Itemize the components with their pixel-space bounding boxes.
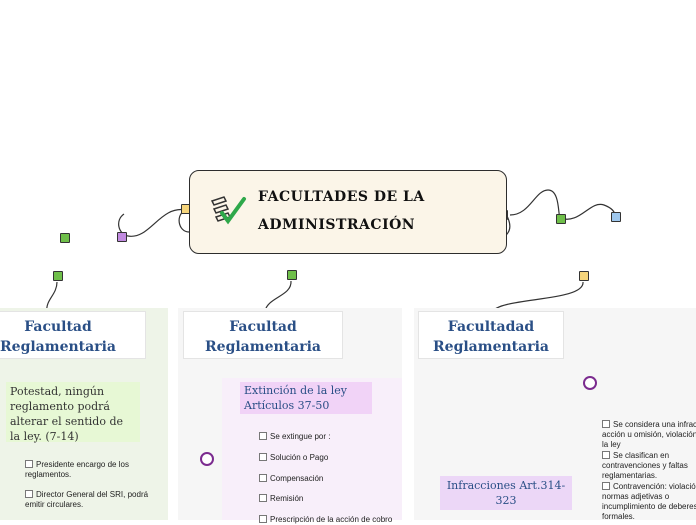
link-topic-right xyxy=(491,281,584,313)
central-topic[interactable]: FACULTADES DE LA ADMINISTRACIÓN xyxy=(189,170,507,254)
middle-leaf-3[interactable]: Compensación xyxy=(259,474,323,484)
link-left-curl xyxy=(118,209,187,237)
tag-green-right xyxy=(556,214,566,224)
right-leaf-2[interactable]: Se clasifican en contravenciones y falta… xyxy=(602,451,696,481)
topic-right[interactable]: Facultadad Reglamentaria xyxy=(418,311,564,359)
middle-node[interactable]: Extinción de la ley Artículos 37-50 xyxy=(240,382,372,414)
left-node-label: Potestad, ningún reglamento podrá altera… xyxy=(10,385,123,443)
left-leaf-2[interactable]: Director General del SRI, podrá emitir c… xyxy=(25,490,165,510)
leaf-label: Solución o Pago xyxy=(270,453,329,462)
leaf-label: Director General del SRI, podrá emitir c… xyxy=(25,490,149,509)
leaf-label: Se clasifican en contravenciones y falta… xyxy=(602,451,688,480)
right-branch-bullet[interactable] xyxy=(583,376,597,390)
checkbox[interactable] xyxy=(25,460,33,468)
right-leaf-1[interactable]: Se considera una infracción acción u omi… xyxy=(602,420,696,450)
checkbox[interactable] xyxy=(259,515,267,523)
tag-purple-left xyxy=(117,232,127,242)
central-title: FACULTADES DE LA ADMINISTRACIÓN xyxy=(258,189,425,233)
left-leaf-1[interactable]: Presidente encargo de los reglamentos. xyxy=(25,460,145,480)
checkbox[interactable] xyxy=(259,474,267,482)
leaf-label: Se considera una infracción acción u omi… xyxy=(602,420,696,449)
tag-yellow-topic-right xyxy=(579,271,589,281)
checkbox[interactable] xyxy=(602,420,610,428)
leaf-label: Se extingue por : xyxy=(270,432,331,441)
checkbox[interactable] xyxy=(259,453,267,461)
left-node[interactable]: Potestad, ningún reglamento podrá altera… xyxy=(6,382,140,443)
checkbox[interactable] xyxy=(25,490,33,498)
leaf-label: Remisión xyxy=(270,494,304,503)
checkbox[interactable] xyxy=(259,494,267,502)
middle-leaf-1[interactable]: Se extingue por : xyxy=(259,432,330,442)
middle-node-label: Extinción de la ley Artículos 37-50 xyxy=(244,384,348,412)
middle-leaf-5[interactable]: Prescripción de la acción de cobro xyxy=(259,515,392,525)
leaf-label: Presidente encargo de los reglamentos. xyxy=(25,460,129,479)
checkbox[interactable] xyxy=(602,451,610,459)
topic-right-label: Facultadad Reglamentaria xyxy=(433,319,549,355)
middle-leaf-4[interactable]: Remisión xyxy=(259,494,303,504)
tag-green-topic-left xyxy=(53,271,63,281)
tag-green-left xyxy=(60,233,70,243)
checklist-icon xyxy=(210,196,246,225)
topic-middle[interactable]: Facultad Reglamentaria xyxy=(183,311,343,359)
checkbox[interactable] xyxy=(259,432,267,440)
right-node-label: Infracciones Art.314-323 xyxy=(446,479,566,507)
link-right-1 xyxy=(509,189,561,219)
leaf-label: Compensación xyxy=(270,474,324,483)
tag-blue-right xyxy=(611,212,621,222)
topic-left-label: Facultad Reglamentaria xyxy=(0,319,116,355)
topic-left[interactable]: Facultad Reglamentaria xyxy=(0,311,146,359)
link-topic-middle xyxy=(264,280,292,312)
link-right-2 xyxy=(559,203,616,220)
right-leaf-3[interactable]: Contravención: violación de normas adjet… xyxy=(602,482,696,522)
right-node[interactable]: Infracciones Art.314-323 xyxy=(440,476,572,510)
topic-middle-label: Facultad Reglamentaria xyxy=(205,319,321,355)
middle-leaf-2[interactable]: Solución o Pago xyxy=(259,453,328,463)
tag-green-topic-middle xyxy=(287,270,297,280)
leaf-label: Contravención: violación de normas adjet… xyxy=(602,482,696,521)
checkbox[interactable] xyxy=(602,482,610,490)
middle-branch-bullet[interactable] xyxy=(200,452,214,466)
